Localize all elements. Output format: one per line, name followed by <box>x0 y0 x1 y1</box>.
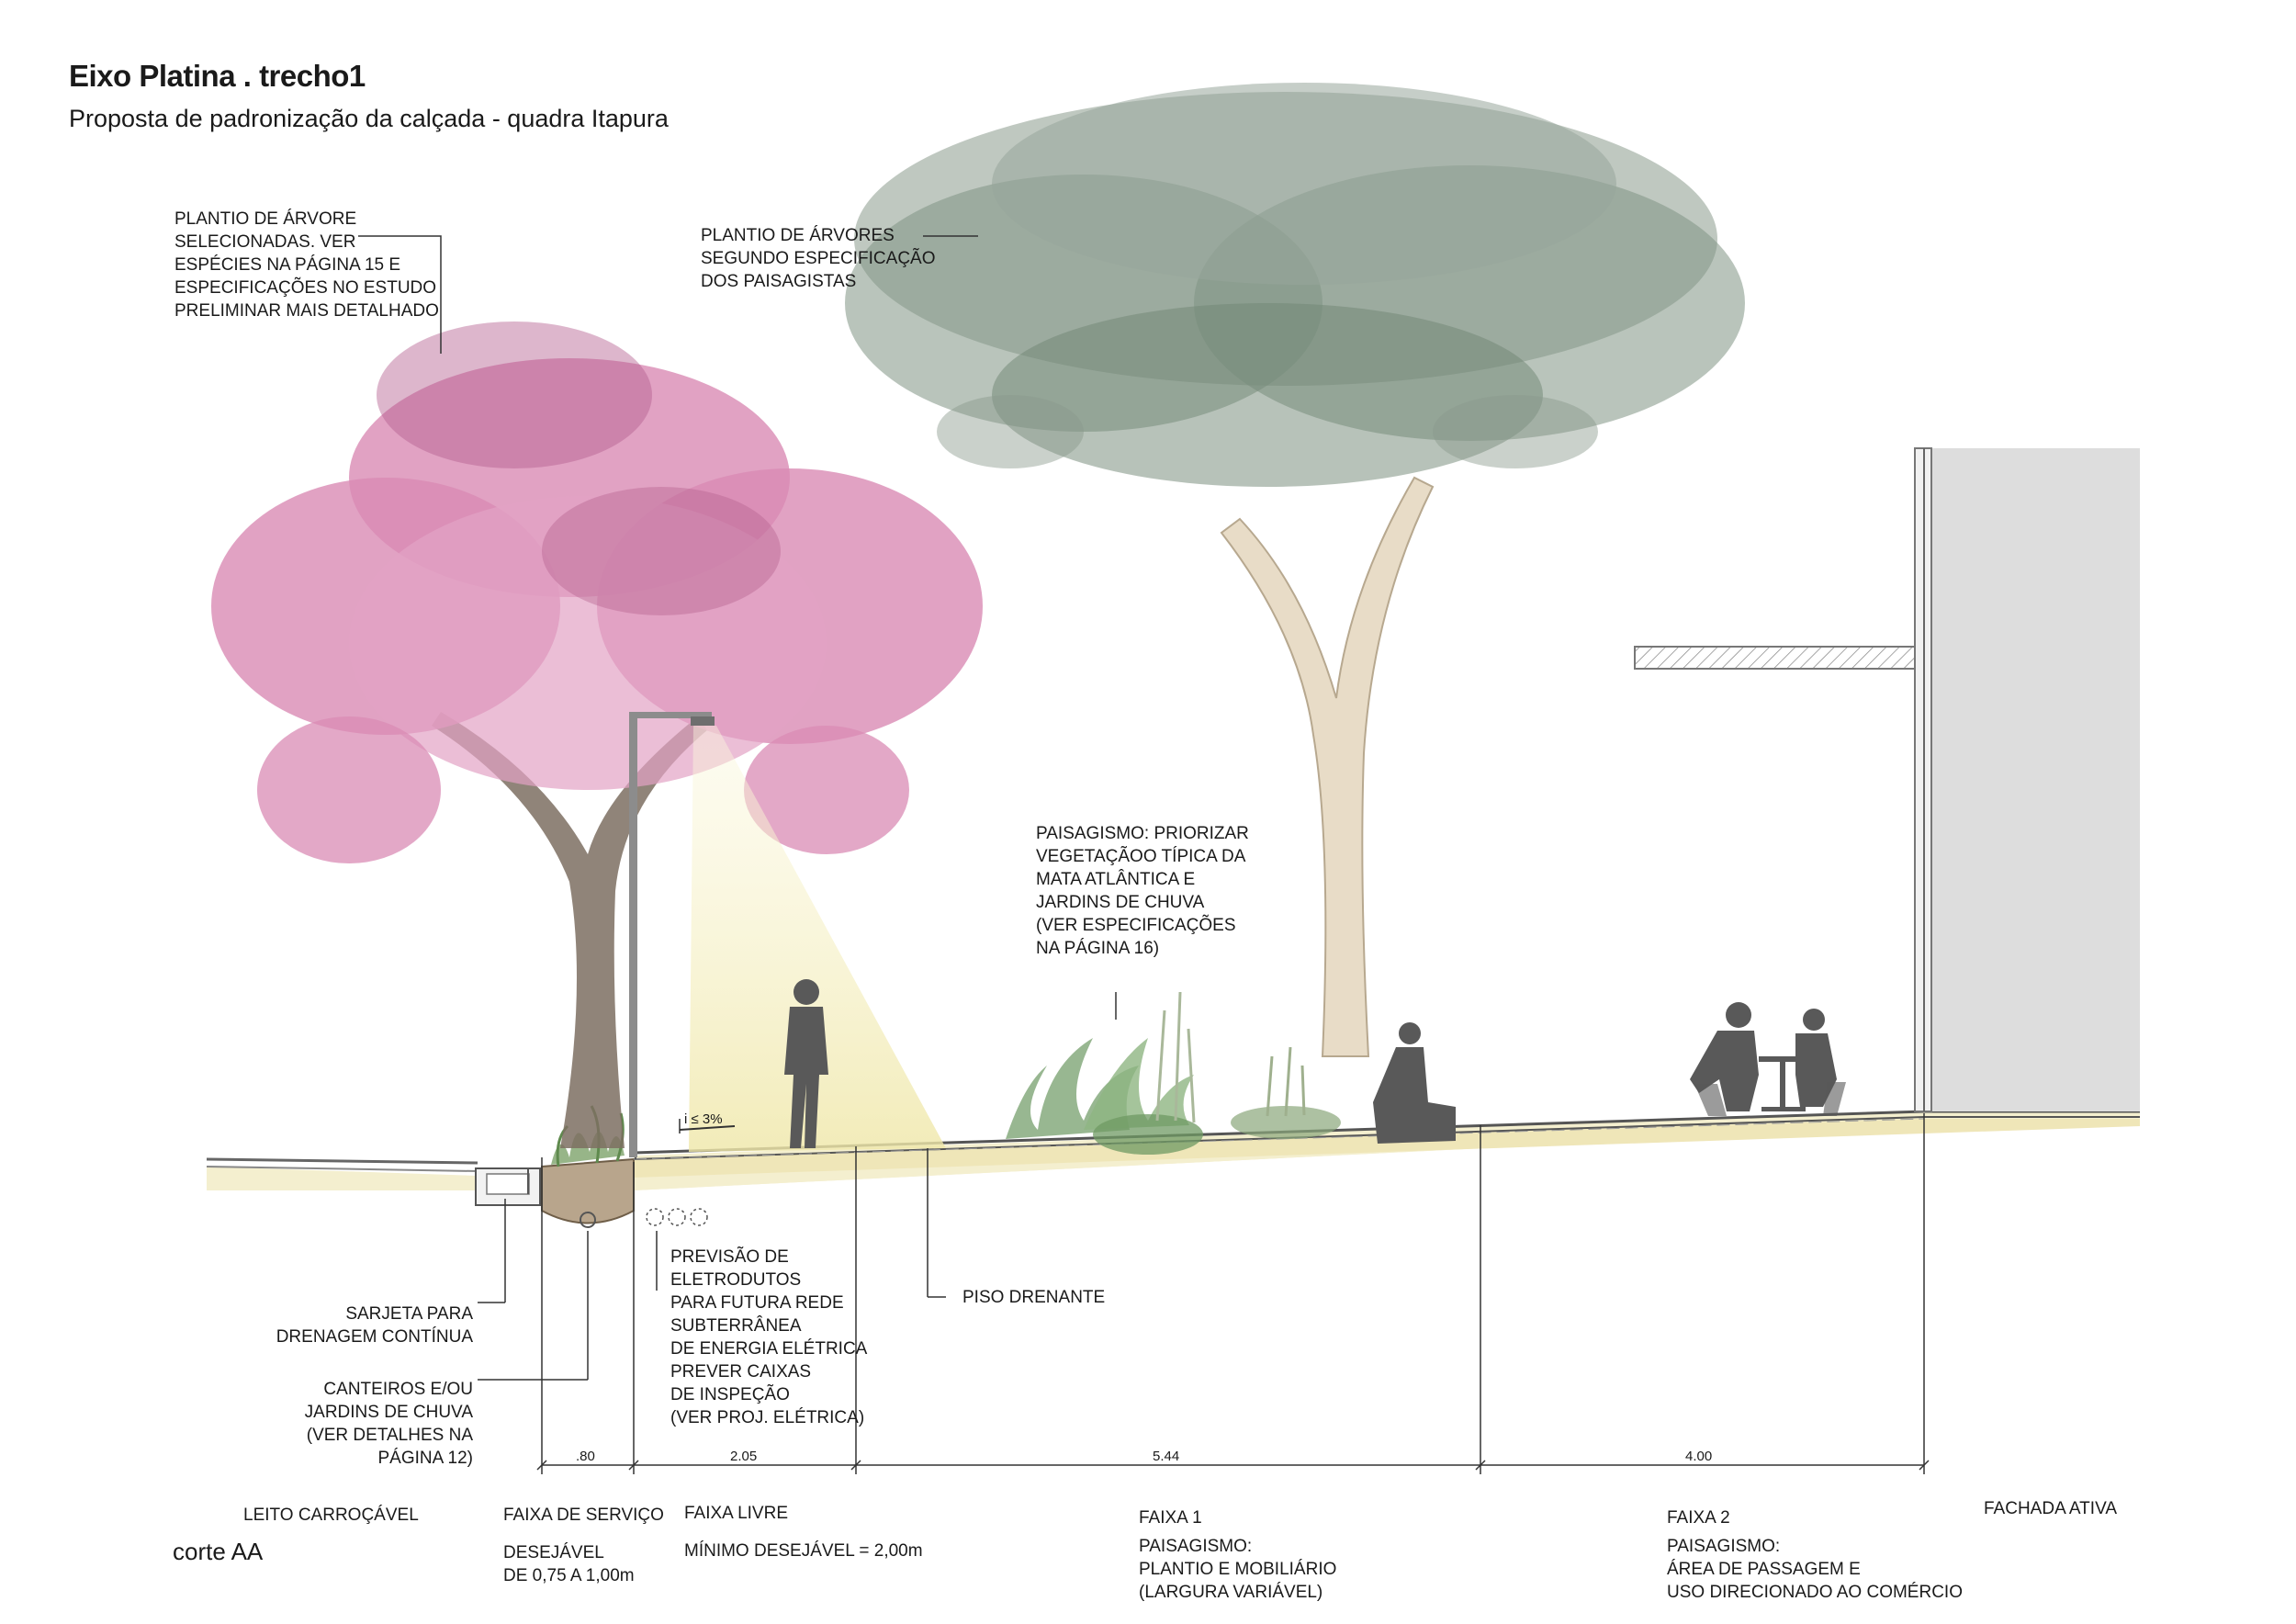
annotation-landscaping: PAISAGISMO: PRIORIZAR VEGETAÇÃOO TÍPICA … <box>1036 824 1249 958</box>
dimension-faixa2: 4.00 <box>1685 1449 1713 1464</box>
slope-indicator <box>679 1119 736 1133</box>
dimension-faixa1: 5.44 <box>1153 1449 1180 1464</box>
dimension-servico: .80 <box>576 1449 595 1464</box>
road-pavement <box>206 1157 478 1172</box>
zone-leito-label: LEITO CARROÇÁVEL <box>243 1506 419 1525</box>
zone-faixa1: FAIXA 1 PAISAGISMO: PLANTIO E MOBILIÁRIO… <box>1139 1508 1337 1602</box>
gutter-sarjeta <box>475 1167 541 1206</box>
walking-person-icon <box>784 979 828 1148</box>
section-caption: corte AA <box>173 1538 264 1565</box>
annotation-piso-drenante: PISO DRENANTE <box>962 1288 1106 1307</box>
shrubs <box>1006 991 1341 1155</box>
zone-fachada-label: FACHADA ATIVA <box>1984 1499 2118 1518</box>
sitting-person-icon <box>1373 1022 1456 1144</box>
ground <box>207 1111 2140 1190</box>
street-light-icon <box>629 712 946 1157</box>
leader-lines <box>358 235 1117 1381</box>
dimension-livre: 2.05 <box>730 1449 758 1464</box>
annotation-tree-left: PLANTIO DE ÁRVORE SELECIONADAS. VER ESPÉ… <box>174 209 439 321</box>
annotation-tree-right: PLANTIO DE ÁRVORES SEGUNDO ESPECIFICAÇÃO… <box>701 226 936 291</box>
annotation-canteiros: CANTEIROS E/OU JARDINS DE CHUVA (VER DET… <box>304 1380 473 1468</box>
building-facade <box>1634 447 2140 1112</box>
conduit-icons <box>646 1208 708 1226</box>
zone-faixa2: FAIXA 2 PAISAGISMO: ÁREA DE PASSAGEM E U… <box>1667 1508 1963 1602</box>
slope-label: i ≤ 3% <box>684 1111 723 1127</box>
page-title: Eixo Platina . trecho1 <box>69 59 366 93</box>
dimension-line <box>536 1113 1930 1474</box>
zone-livre: FAIXA LIVRE MÍNIMO DESEJÁVEL = 2,00m <box>684 1504 923 1561</box>
flowering-tree-icon <box>211 321 983 1148</box>
cafe-seating-icon <box>1690 1002 1846 1116</box>
page-subtitle: Proposta de padronização da calçada - qu… <box>69 105 669 132</box>
annotation-eletrodutos: PREVISÃO DE ELETRODUTOS PARA FUTURA REDE… <box>670 1247 868 1427</box>
background-tree-icon <box>845 83 1745 1057</box>
zone-servico: FAIXA DE SERVIÇO DESEJÁVEL DE 0,75 A 1,0… <box>503 1506 664 1585</box>
annotation-sarjeta: SARJETA PARA DRENAGEM CONTÍNUA <box>276 1304 473 1347</box>
